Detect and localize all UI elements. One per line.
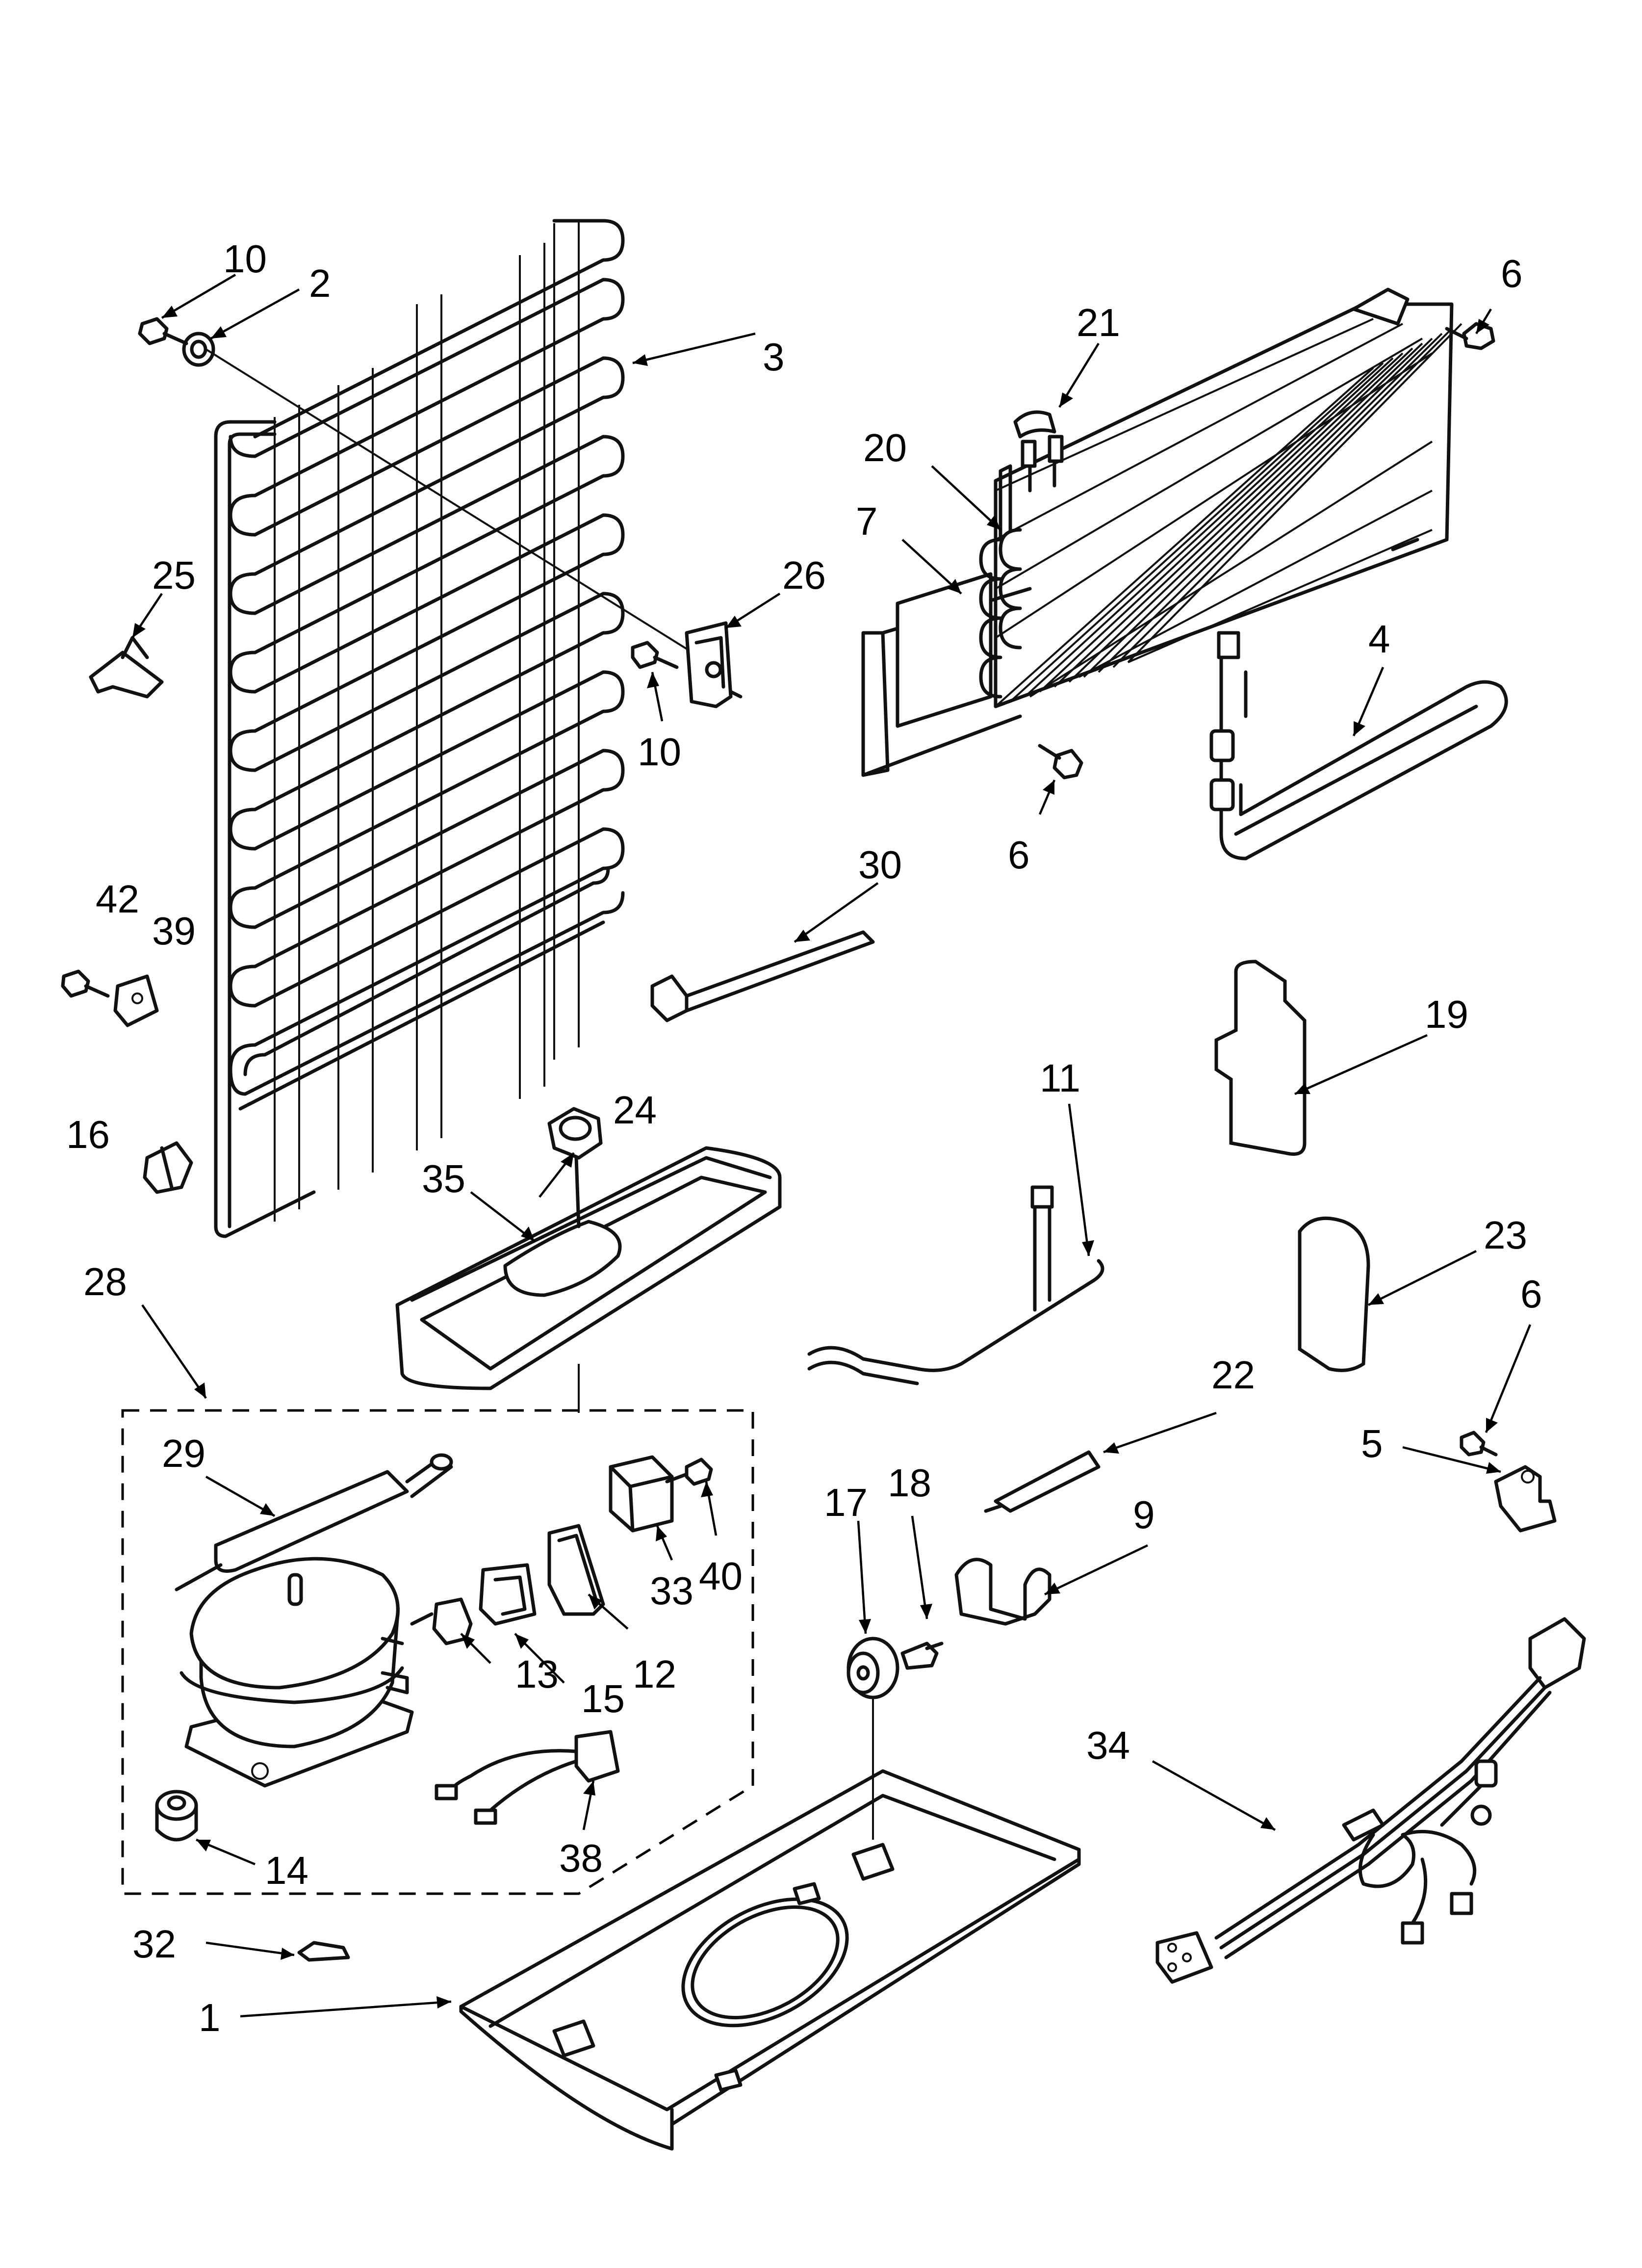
leader-lines xyxy=(131,274,1532,2018)
foam-block-19 xyxy=(1214,960,1307,1156)
callout-18: 18 xyxy=(888,1461,931,1505)
filter-drier xyxy=(175,1453,453,1591)
screw-top-left xyxy=(138,317,188,345)
evaporator xyxy=(861,287,1462,777)
spacer-grommet xyxy=(182,332,717,668)
callout-10: 10 xyxy=(223,237,267,281)
callout-2: 2 xyxy=(309,261,331,305)
bracket-screw xyxy=(631,641,679,669)
drain-tube-11 xyxy=(807,1185,1104,1385)
callout-7: 7 xyxy=(856,499,878,543)
callout-13: 13 xyxy=(515,1652,559,1696)
defrost-heater xyxy=(1209,631,1508,860)
screw-6-top xyxy=(1445,322,1495,350)
callout-42: 42 xyxy=(96,877,139,921)
compressor-assembly-box xyxy=(121,1409,754,1895)
capacitor-33 xyxy=(609,1455,674,1533)
callout-26: 26 xyxy=(782,553,826,597)
callout-21: 21 xyxy=(1077,301,1120,344)
bracket-9 xyxy=(954,1558,1052,1626)
callout-30: 30 xyxy=(858,843,902,886)
callout-40: 40 xyxy=(699,1554,743,1598)
callout-15: 15 xyxy=(581,1677,625,1721)
base-pan xyxy=(459,1769,1081,2151)
condenser-coil xyxy=(214,219,625,1238)
callout-14: 14 xyxy=(265,1849,308,1892)
callout-25: 25 xyxy=(152,553,196,597)
callout-33: 33 xyxy=(650,1569,693,1613)
callout-6: 6 xyxy=(1008,833,1030,877)
tie-strap xyxy=(650,930,875,1022)
callout-19: 19 xyxy=(1425,992,1468,1036)
callout-3: 3 xyxy=(763,335,785,379)
callout-6: 6 xyxy=(1501,252,1523,295)
wiring-harness-38 xyxy=(435,1730,620,1825)
power-cord-harness xyxy=(1155,1617,1586,1984)
roller-17 xyxy=(847,1637,899,1840)
callout-5: 5 xyxy=(1361,1422,1383,1465)
callout-1: 1 xyxy=(199,1996,221,2039)
callout-16: 16 xyxy=(66,1113,110,1156)
callout-28: 28 xyxy=(83,1260,127,1303)
relay-cover-12 xyxy=(547,1524,605,1616)
screw-6-right xyxy=(1460,1431,1498,1457)
callout-32: 32 xyxy=(132,1922,176,1966)
clip-25 xyxy=(89,636,164,699)
callout-34: 34 xyxy=(1086,1723,1130,1767)
callout-29: 29 xyxy=(162,1432,205,1475)
relay-15 xyxy=(479,1563,537,1626)
compressor xyxy=(180,1557,414,1788)
callout-10: 10 xyxy=(638,730,681,774)
overload-13 xyxy=(410,1597,473,1645)
callout-9: 9 xyxy=(1133,1493,1155,1537)
callout-22: 22 xyxy=(1211,1353,1255,1397)
callout-38: 38 xyxy=(559,1836,603,1880)
drain-pan xyxy=(395,1146,782,1390)
screw-40 xyxy=(665,1458,713,1486)
clip-16 xyxy=(143,1141,193,1194)
clip-21 xyxy=(1013,410,1056,439)
grommet-14 xyxy=(155,1790,198,1842)
pin-18 xyxy=(900,1642,944,1670)
part-32 xyxy=(297,1941,350,1962)
callout-20: 20 xyxy=(863,426,907,469)
callout-23: 23 xyxy=(1484,1213,1527,1257)
callout-17: 17 xyxy=(824,1481,868,1524)
mounting-bracket xyxy=(685,621,743,708)
callout-11: 11 xyxy=(1040,1056,1080,1100)
drain-nut xyxy=(547,1107,603,1228)
screw-42 xyxy=(61,969,110,998)
callout-labels: 10 2 3 25 26 10 42 39 16 28 35 24 29 40 … xyxy=(66,237,1542,2039)
screw-6-middle xyxy=(1038,744,1083,780)
callout-6: 6 xyxy=(1520,1272,1542,1316)
clip-5 xyxy=(1494,1465,1557,1533)
callout-35: 35 xyxy=(422,1157,465,1200)
rod-22 xyxy=(984,1450,1101,1513)
callout-12: 12 xyxy=(633,1652,676,1696)
callout-24: 24 xyxy=(613,1088,657,1132)
foam-block-23 xyxy=(1298,1216,1370,1372)
callout-4: 4 xyxy=(1368,617,1390,661)
clip-39 xyxy=(113,974,159,1027)
callout-39: 39 xyxy=(152,909,196,953)
